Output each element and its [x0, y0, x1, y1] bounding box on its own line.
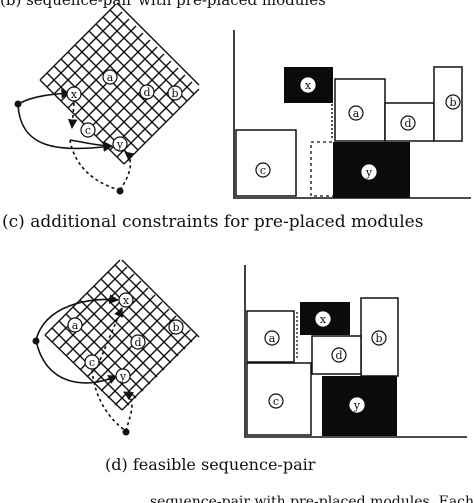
figure-c-caption: (c) additional constraints for pre-place… [2, 212, 424, 232]
svg-text:c: c [85, 124, 91, 137]
module-y-dashed [310, 141, 336, 197]
svg-text:x: x [123, 294, 130, 307]
grid-label-b: b [167, 85, 183, 101]
start-dot [14, 100, 22, 108]
svg-text:x: x [305, 79, 312, 92]
svg-text:y: y [119, 370, 127, 383]
grid-label-c: c [80, 122, 96, 138]
grid-label-d: d [139, 84, 155, 100]
svg-text:y: y [365, 166, 373, 179]
module-c [235, 129, 297, 197]
grid-label-a-d: a [67, 317, 83, 333]
module-label-x-d: x [315, 311, 331, 327]
dashed-c-to-bottom [69, 139, 121, 191]
svg-text:d: d [143, 86, 150, 99]
module-label-d: d [400, 115, 416, 131]
arrow-start-to-y-d [35, 339, 118, 384]
module-label-c: c [255, 162, 271, 178]
svg-text:d: d [404, 117, 411, 130]
arrow-start-to-x-d [35, 294, 119, 341]
figure-d-constraint-arrows [35, 294, 134, 432]
grid-label-x: x [66, 86, 82, 102]
module-label-d-d: d [331, 347, 347, 363]
grid-label-b-d: b [168, 319, 184, 335]
svg-text:a: a [269, 332, 276, 345]
svg-text:b: b [171, 87, 178, 100]
bottom-text-partial: sequence-pair with pre-placed modules. E… [150, 494, 474, 503]
module-label-y-d: y [349, 397, 365, 413]
svg-text:c: c [89, 356, 95, 369]
module-d-d [311, 335, 362, 375]
dashed-x-to-c [67, 102, 78, 129]
svg-text:a: a [107, 71, 114, 84]
figure-d-caption: (d) feasible sequence-pair [105, 455, 316, 474]
grid-label-y: y [112, 136, 128, 152]
figure-d-grid-labels: x a b d c y [67, 292, 184, 384]
grid-label-x-d: x [118, 292, 134, 308]
start-dot-d [32, 337, 40, 345]
grid-label-y-d: y [115, 368, 131, 384]
svg-text:x: x [71, 88, 78, 101]
svg-text:d: d [335, 349, 342, 362]
arrow-start-to-x [17, 88, 71, 105]
svg-text:x: x [320, 313, 327, 326]
svg-text:a: a [353, 107, 360, 120]
arrow-c-to-y [69, 139, 113, 151]
figure-d-axes [244, 265, 467, 438]
svg-text:b: b [375, 332, 382, 345]
figure-c-constraint-arrows [17, 88, 135, 191]
svg-text:c: c [273, 395, 279, 408]
svg-text:d: d [134, 336, 141, 349]
svg-text:b: b [449, 96, 456, 109]
figure-d-grid [44, 259, 200, 411]
figure-d-placement: a x b d c y [244, 265, 467, 438]
grid-label-a: a [102, 69, 118, 85]
dashed-bottom-to-y-d [123, 391, 134, 432]
end-dot-d [122, 428, 130, 436]
figure-c-grid-labels: a x d b c y [66, 69, 183, 152]
grid-label-c-d: c [84, 354, 100, 370]
svg-text:a: a [72, 319, 79, 332]
end-dot [116, 187, 124, 195]
svg-text:c: c [260, 164, 266, 177]
svg-text:b: b [172, 321, 179, 334]
module-label-a-d: a [264, 330, 280, 346]
svg-text:y: y [353, 399, 361, 412]
grid-label-d-d: d [130, 334, 146, 350]
figure-c-placement: c x a d b y [233, 30, 471, 199]
module-label-c-d: c [268, 393, 284, 409]
module-label-b: b [445, 94, 461, 110]
svg-text:y: y [116, 138, 124, 151]
top-caption-partial: (b) sequence-pair with pre-placed module… [0, 0, 326, 9]
dashed-c-to-bottom-d [91, 369, 127, 432]
module-label-x: x [300, 77, 316, 93]
module-label-b-d: b [371, 330, 387, 346]
module-label-a: a [348, 105, 364, 121]
module-label-y: y [361, 164, 377, 180]
arrow-start-to-y [17, 103, 113, 152]
dashed-bottom-to-y [119, 151, 135, 191]
module-d [384, 102, 435, 142]
